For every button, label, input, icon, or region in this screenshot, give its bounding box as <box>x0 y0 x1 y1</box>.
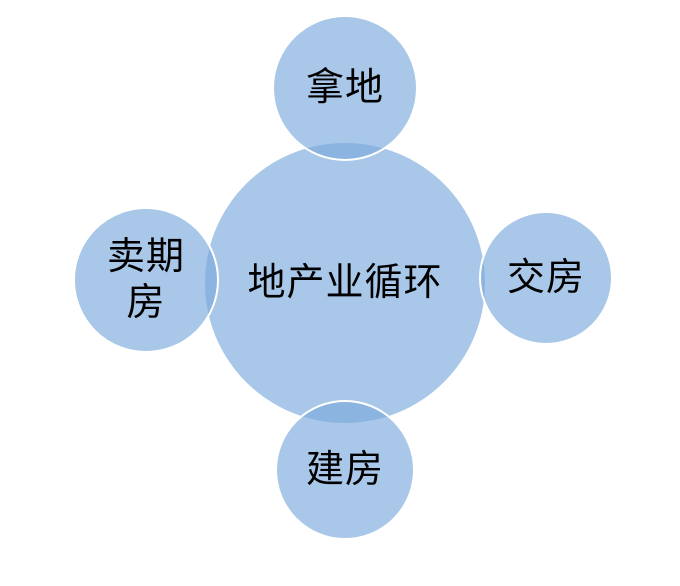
node-circle-left: 卖期房 <box>73 207 219 353</box>
node-label-left: 卖期房 <box>106 234 185 324</box>
node-circle-top: 拿地 <box>272 15 418 161</box>
node-circle-right: 交房 <box>479 211 613 345</box>
center-circle: 地产业循环 <box>205 143 485 423</box>
node-label-right: 交房 <box>506 255 585 300</box>
node-circle-bottom: 建房 <box>275 400 415 540</box>
center-circle-label: 地产业循环 <box>247 260 443 305</box>
node-label-top: 拿地 <box>305 65 384 110</box>
node-label-bottom: 建房 <box>305 447 384 492</box>
